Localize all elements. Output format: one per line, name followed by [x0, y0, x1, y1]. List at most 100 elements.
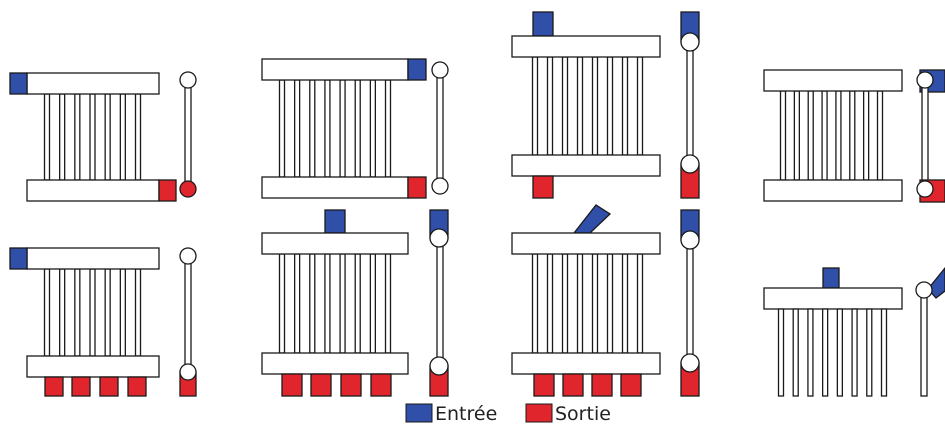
vertical-pipe [339, 79, 346, 178]
legend-outlet-swatch [525, 403, 553, 423]
top-manifold [261, 58, 409, 81]
vertical-pipe [119, 93, 126, 181]
legend: Entrée Sortie [405, 403, 611, 425]
vertical-pipe [807, 308, 814, 397]
config-5 [511, 11, 661, 199]
vertical-pipe [606, 253, 614, 354]
vertical-pipe [636, 253, 644, 354]
top-manifold [763, 69, 903, 92]
vertical-pipe [591, 56, 599, 156]
bottom-manifold [261, 352, 409, 375]
outlet-port [340, 373, 362, 397]
vertical-pipe [293, 79, 301, 178]
vertical-pipe [836, 308, 844, 397]
outlet-port [370, 373, 392, 397]
vertical-pipe [43, 93, 51, 181]
vertical-pipe [606, 56, 614, 156]
inlet-port-angled [572, 204, 612, 234]
side-header-bottom [680, 154, 700, 174]
vertical-pipe [546, 56, 554, 156]
side-pipe [184, 261, 192, 373]
vertical-pipe [576, 253, 584, 354]
vertical-pipe [309, 79, 316, 178]
vertical-pipe [531, 56, 539, 156]
vertical-pipe [561, 56, 569, 156]
bottom-manifold [763, 179, 903, 202]
side-pipe [436, 73, 444, 185]
top-manifold [26, 247, 160, 270]
outlet-port [532, 175, 554, 199]
bottom-manifold [26, 179, 160, 202]
vertical-pipe [591, 253, 599, 354]
config-3-side-view [431, 61, 449, 195]
config-2 [9, 247, 160, 397]
vertical-pipe [866, 308, 873, 397]
outlet-port [310, 373, 332, 397]
vertical-pipe [369, 79, 377, 178]
side-header-bottom [680, 353, 700, 373]
vertical-pipe [851, 308, 858, 397]
side-pipe [920, 292, 928, 397]
vertical-pipe [324, 253, 331, 354]
outlet-port [99, 376, 119, 397]
config-5-side-view [680, 11, 700, 199]
inlet-port [532, 11, 554, 37]
outlet-port [127, 376, 147, 397]
vertical-pipe [278, 79, 286, 178]
vertical-pipe [777, 308, 785, 397]
vertical-pipe [636, 56, 644, 156]
vertical-pipe [835, 90, 842, 181]
side-header-top [916, 71, 934, 89]
outlet-port [533, 373, 555, 397]
config-8-side-view [915, 266, 945, 397]
config-4-side-view [429, 209, 449, 397]
vertical-pipe [531, 253, 539, 354]
vertical-pipe [324, 79, 331, 178]
vertical-pipe [880, 308, 888, 397]
vertical-pipe [807, 90, 814, 181]
config-3 [261, 58, 427, 199]
vertical-pipe [89, 93, 96, 181]
side-header-top [915, 281, 933, 299]
config-2-side-view [179, 247, 197, 397]
config-7 [763, 69, 903, 202]
outlet-port [281, 373, 303, 397]
side-pipe [436, 237, 444, 367]
side-pipe [921, 85, 929, 191]
side-header-bottom [179, 363, 197, 381]
outlet-port [591, 373, 613, 397]
outlet-port [71, 376, 91, 397]
vertical-pipe [104, 268, 111, 357]
side-pipe [686, 41, 694, 165]
vertical-pipe [576, 56, 584, 156]
vertical-pipe [119, 268, 126, 357]
side-header-top [429, 228, 449, 248]
side-header-bottom [179, 180, 197, 198]
inlet-port [9, 247, 28, 270]
config-1 [9, 72, 177, 202]
vertical-pipe [793, 90, 801, 181]
top-manifold [763, 287, 903, 310]
outlet-port [407, 176, 427, 199]
config-6-side-view [680, 209, 700, 397]
vertical-pipe [354, 253, 361, 354]
vertical-pipe [309, 253, 316, 354]
side-header-top [680, 230, 700, 250]
vertical-pipe [59, 268, 66, 357]
top-manifold [511, 232, 661, 255]
vertical-pipe [278, 253, 286, 354]
vertical-pipe [621, 253, 629, 354]
vertical-pipe [104, 93, 111, 181]
vertical-pipe [792, 308, 799, 397]
outlet-port [562, 373, 584, 397]
legend-outlet-label: Sortie [555, 403, 611, 425]
vertical-pipe [354, 79, 361, 178]
side-header-bottom [431, 177, 449, 195]
vertical-pipe [74, 93, 81, 181]
vertical-pipe [821, 308, 829, 397]
vertical-pipe [89, 268, 96, 357]
side-pipe [686, 239, 694, 364]
outlet-port [158, 179, 177, 202]
vertical-pipe [821, 90, 828, 181]
